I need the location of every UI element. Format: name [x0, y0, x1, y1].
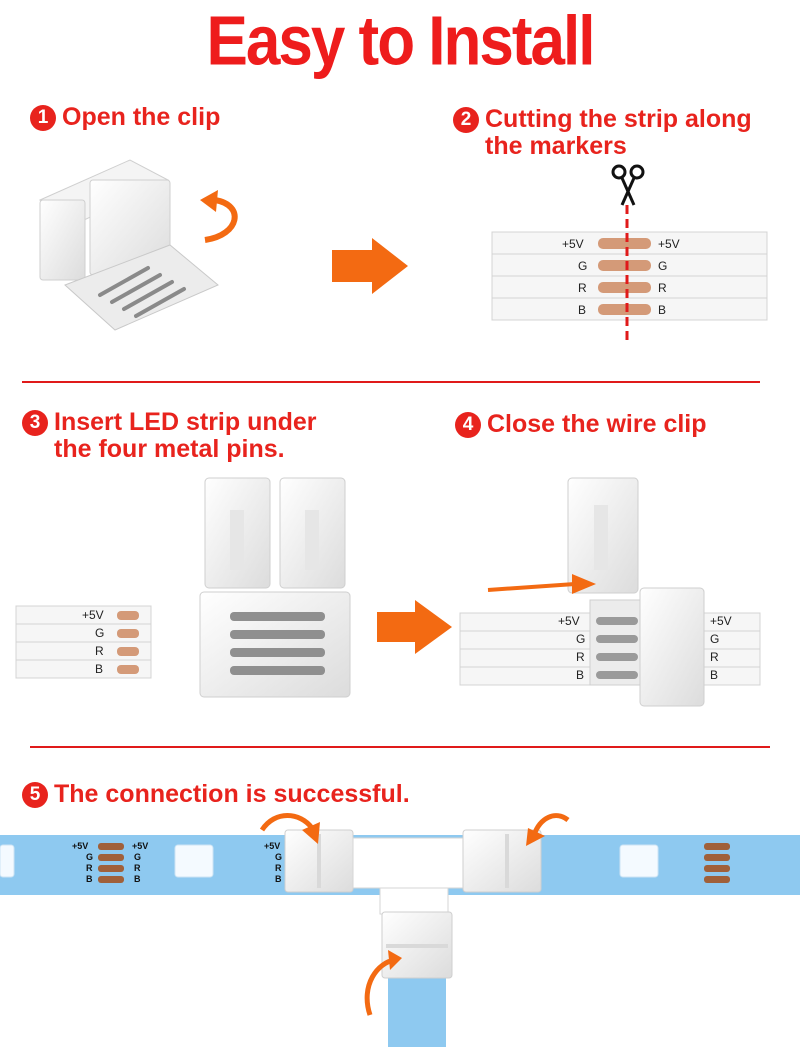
strip-label-b-left: B: [578, 303, 586, 317]
step-1-text: Open the clip: [62, 103, 221, 131]
step-2-heading: 2 Cutting the strip along the markers: [453, 106, 783, 160]
t-label-r-3: R: [275, 863, 282, 873]
step4-label-r-left: R: [576, 650, 585, 664]
step3-label-b: B: [95, 662, 103, 676]
strip-label-r-left: R: [578, 281, 587, 295]
right-arrow-icon: [487, 574, 596, 594]
step4-label-g-right: G: [710, 632, 719, 646]
page-title: Easy to Install: [206, 3, 596, 81]
open-clip-illustration: [38, 159, 238, 331]
t-label-g-1: G: [86, 852, 93, 862]
t-label-r-1: R: [86, 863, 93, 873]
strip-piece-illustration: +5V G R B: [15, 605, 152, 679]
divider-bottom: [30, 746, 770, 748]
step-3-text: Insert LED strip under the four metal pi…: [54, 408, 317, 463]
t-connection-illustration: +5V G R B +5V G R B +5V G R B: [0, 813, 800, 1047]
step-4-heading: 4 Close the wire clip: [455, 411, 707, 438]
strip-label-b-right: B: [658, 303, 666, 317]
step-2-number: 2: [453, 107, 479, 133]
step-5-number: 5: [22, 782, 48, 808]
t-label-g-2: G: [134, 852, 141, 862]
closing-clip-illustration: +5V G R B +5V G R B: [459, 477, 761, 707]
step-1-heading: 1 Open the clip: [30, 104, 220, 131]
strip-label-r-right: R: [658, 281, 667, 295]
step4-label-5v-right: +5V: [710, 614, 732, 628]
strip-label-g-right: G: [658, 259, 667, 273]
step3-label-5v: +5V: [82, 608, 104, 622]
strip-label-5v-left: +5V: [562, 237, 584, 251]
curved-arrow-icon: [204, 197, 238, 243]
step-1-number: 1: [30, 105, 56, 131]
step-3-heading: 3 Insert LED strip under the four metal …: [22, 409, 352, 463]
right-arrow-icon: [377, 600, 452, 654]
step-4-number: 4: [455, 412, 481, 438]
step-4-text: Close the wire clip: [487, 410, 707, 438]
step-3-number: 3: [22, 410, 48, 436]
t-label-5v-3: +5V: [264, 841, 280, 851]
open-clip-top-view: [199, 477, 351, 698]
step3-label-g: G: [95, 626, 104, 640]
curved-arrow-icon: [259, 813, 314, 832]
right-arrow-icon: [332, 238, 408, 294]
curved-arrow-icon: [531, 813, 570, 836]
t-label-r-2: R: [134, 863, 141, 873]
step3-label-r: R: [95, 644, 104, 658]
step4-label-b-right: B: [710, 668, 718, 682]
step4-label-b-left: B: [576, 668, 584, 682]
strip-label-g-left: G: [578, 259, 587, 273]
t-label-g-3: G: [275, 852, 282, 862]
step-5-text: The connection is successful.: [54, 780, 410, 808]
t-label-5v-2: +5V: [132, 841, 148, 851]
step-5-heading: 5 The connection is successful.: [22, 781, 410, 808]
t-label-b-2: B: [134, 874, 141, 884]
step-2-text: Cutting the strip along the markers: [485, 105, 752, 160]
t-label-5v-1: +5V: [72, 841, 88, 851]
t-label-b-3: B: [275, 874, 282, 884]
scissors-icon: [611, 164, 645, 206]
strip-label-5v-right: +5V: [658, 237, 680, 251]
t-label-b-1: B: [86, 874, 93, 884]
strip-cut-illustration: +5V G R B +5V G R B: [491, 164, 768, 340]
step4-label-g-left: G: [576, 632, 585, 646]
step4-label-r-right: R: [710, 650, 719, 664]
step4-label-5v-left: +5V: [558, 614, 580, 628]
divider-top: [22, 381, 760, 383]
